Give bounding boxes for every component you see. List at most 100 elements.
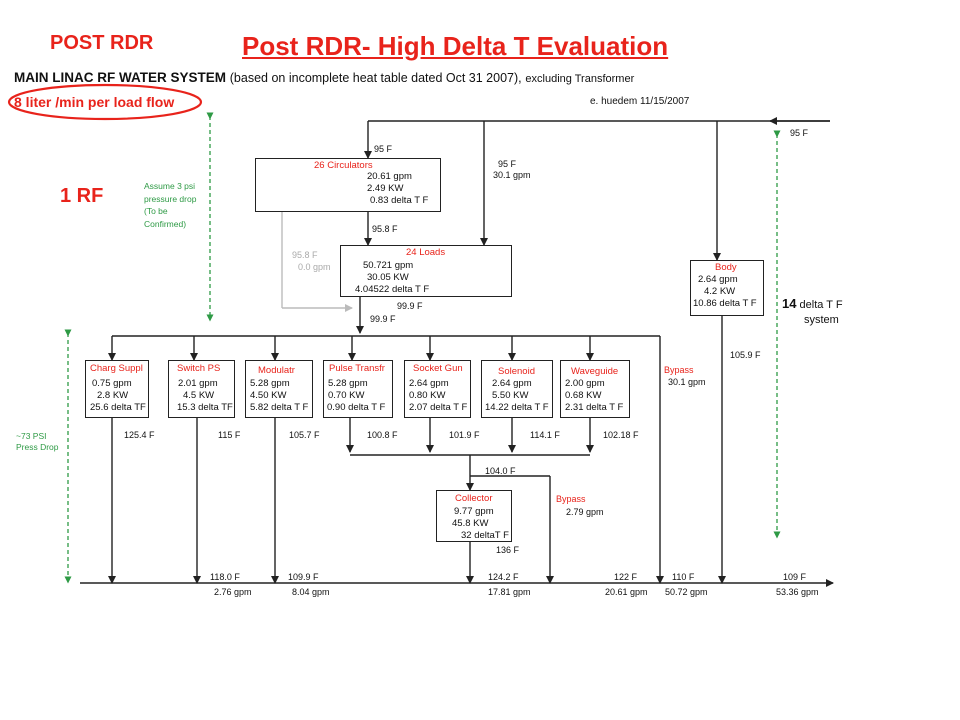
bypass-flow: 30.1 gpm: [493, 170, 531, 180]
collector-gpm: 9.77 gpm: [454, 506, 494, 517]
loads-outlet-temp: 99.9 F: [397, 301, 423, 311]
outlet-temp-solenoid: 114.1 F: [530, 430, 560, 440]
circulators-box: 26 Circulators 20.61 gpm 2.49 KW 0.83 de…: [255, 158, 441, 212]
component-kw: 4.5 KW: [183, 390, 215, 401]
return-temp: 118.0 F: [210, 572, 240, 582]
grey-bypass-flow: 0.0 gpm: [298, 262, 331, 272]
collector-box: Collector 9.77 gpm 45.8 KW 32 deltaT F: [436, 490, 512, 542]
component-box-waveguide: Waveguide 2.00 gpm 0.68 KW 2.31 delta T …: [560, 360, 630, 418]
loads-gpm: 50.721 gpm: [363, 260, 414, 271]
pressure-note-line: ~73 PSI: [16, 431, 47, 441]
author-date: e. huedem 11/15/2007: [590, 96, 690, 107]
flow-note-highlight: [7, 83, 203, 121]
outlet-temp-pulse-transfr: 100.8 F: [367, 430, 398, 440]
body-title: Body: [715, 262, 737, 273]
component-gpm: 2.64 gpm: [409, 378, 449, 389]
component-delta: 0.90 delta T F: [327, 402, 386, 413]
component-kw: 5.50 KW: [492, 390, 529, 401]
flow-note: 8 liter /min per load flow: [14, 94, 175, 110]
circulators-gpm: 20.61 gpm: [367, 171, 412, 182]
outlet-temp-socket-gun: 101.9 F: [449, 430, 480, 440]
outlet-temp-modulatr: 105.7 F: [289, 430, 320, 440]
component-title: Waveguide: [571, 366, 619, 377]
component-title: Pulse Transfr: [329, 363, 385, 374]
collector-inlet-temp: 104.0 F: [485, 466, 516, 476]
component-kw: 0.68 KW: [565, 390, 602, 401]
component-kw: 0.80 KW: [409, 390, 446, 401]
outlet-temp-charg-suppl: 125.4 F: [124, 430, 155, 440]
component-gpm: 2.64 gpm: [492, 378, 532, 389]
pressure-note-line: pressure drop: [144, 193, 197, 204]
circulators-kw: 2.49 KW: [367, 183, 404, 194]
system-title-tail: excluding Transformer: [525, 73, 635, 85]
collector-outlet-temp: 136 F: [496, 545, 520, 555]
system-delta-unit: delta T F: [799, 299, 843, 311]
collector-bypass-title: Bypass: [556, 494, 586, 504]
component-title: Solenoid: [498, 366, 535, 377]
outlet-temp-waveguide: 102.18 F: [603, 430, 639, 440]
component-title: Modulatr: [258, 365, 295, 376]
component-kw: 4.50 KW: [250, 390, 287, 401]
loads-delta: 4.04522 delta T F: [355, 284, 430, 295]
one-rf-label: 1 RF: [60, 185, 104, 207]
component-delta: 5.82 delta T F: [250, 402, 309, 413]
return-temp: 110 F: [672, 572, 695, 582]
loads-title: 24 Loads: [406, 247, 446, 258]
return-flow: 20.61 gpm: [605, 587, 648, 597]
component-gpm: 0.75 gpm: [92, 378, 132, 389]
system-title: MAIN LINAC RF WATER SYSTEM (based on inc…: [14, 70, 634, 85]
body-box: Body 2.64 gpm 4.2 KW 10.86 delta T F: [690, 260, 764, 316]
return-flow: 53.36 gpm: [776, 587, 819, 597]
component-box-charg-suppl: Charg Suppl 0.75 gpm 2.8 KW 25.6 delta T…: [85, 360, 149, 418]
return-temp: 109.9 F: [288, 572, 319, 582]
collector-title: Collector: [455, 493, 493, 504]
system-delta-value: 14: [782, 296, 797, 311]
system-delta-label: 14 delta T F: [782, 296, 843, 311]
bypass-temp: 95 F: [498, 159, 517, 169]
loads-box: 24 Loads 50.721 gpm 30.05 KW 4.04522 del…: [340, 245, 512, 297]
pressure-note-top: Assume 3 psi pressure drop (To be Confir…: [144, 180, 196, 230]
circulators-inlet-temp: 95 F: [374, 144, 393, 154]
pressure-note-line: Press Drop: [16, 442, 59, 452]
post-rdr-label: POST RDR: [50, 32, 154, 54]
bypass-main-flow: 30.1 gpm: [668, 377, 706, 387]
component-title: Switch PS: [177, 363, 221, 374]
component-box-solenoid: Solenoid 2.64 gpm 5.50 KW 14.22 delta T …: [481, 360, 553, 418]
return-flow: 17.81 gpm: [488, 587, 531, 597]
return-temp: 122 F: [614, 572, 638, 582]
pressure-note-line: (To be: [144, 206, 168, 216]
component-title: Charg Suppl: [90, 363, 143, 374]
component-kw: 2.8 KW: [97, 390, 129, 401]
header-temp: 99.9 F: [370, 314, 396, 324]
component-delta: 14.22 delta T F: [485, 402, 549, 413]
component-gpm: 2.00 gpm: [565, 378, 605, 389]
collector-kw: 45.8 KW: [452, 518, 489, 529]
page-title: Post RDR- High Delta T Evaluation: [242, 31, 669, 61]
return-flow: 2.76 gpm: [214, 587, 252, 597]
body-gpm: 2.64 gpm: [698, 274, 738, 285]
component-delta: 25.6 delta TF: [90, 402, 146, 413]
collector-delta: 32 deltaT F: [461, 530, 509, 541]
loads-kw: 30.05 KW: [367, 272, 409, 283]
component-delta: 15.3 delta TF: [177, 402, 233, 413]
collector-bypass-flow: 2.79 gpm: [566, 507, 604, 517]
component-gpm: 5.28 gpm: [250, 378, 290, 389]
body-outlet-temp: 105.9 F: [730, 350, 761, 360]
component-box-pulse-transfr: Pulse Transfr 5.28 gpm 0.70 KW 0.90 delt…: [323, 360, 393, 418]
return-flow: 50.72 gpm: [665, 587, 708, 597]
system-title-rest: (based on incomplete heat table dated Oc…: [229, 71, 522, 85]
inlet-temp: 95 F: [790, 128, 809, 138]
component-box-modulatr: Modulatr 5.28 gpm 4.50 KW 5.82 delta T F: [245, 360, 313, 418]
grey-bypass-temp: 95.8 F: [292, 250, 318, 260]
component-kw: 0.70 KW: [328, 390, 365, 401]
bypass-main-title: Bypass: [664, 365, 694, 375]
body-kw: 4.2 KW: [704, 286, 736, 297]
component-gpm: 5.28 gpm: [328, 378, 368, 389]
circulators-title: 26 Circulators: [314, 160, 373, 171]
outlet-temp-switch-ps: 115 F: [218, 430, 241, 440]
return-flow: 8.04 gpm: [292, 587, 330, 597]
pressure-note-bottom: ~73 PSI Press Drop: [16, 431, 59, 453]
circulators-outlet-temp: 95.8 F: [372, 224, 398, 234]
circulators-delta: 0.83 delta T F: [370, 195, 429, 206]
